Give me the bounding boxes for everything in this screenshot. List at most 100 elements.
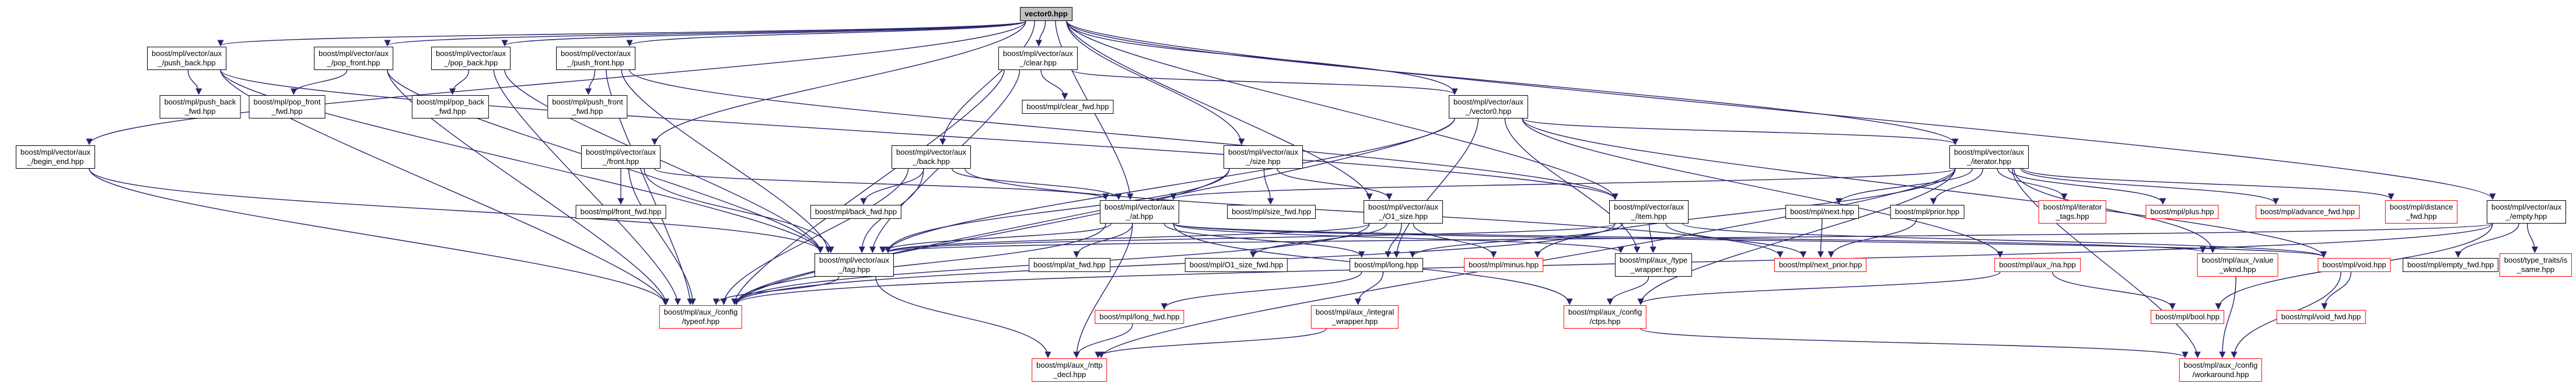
graph-node-advance_fwd[interactable]: boost/mpl/advance_fwd.hpp: [2256, 205, 2360, 219]
include-edge-at-void_: [1173, 223, 2327, 258]
graph-node-workaround[interactable]: boost/mpl/aux_/config /workaround.hpp: [2179, 358, 2263, 382]
include-edge-pop_front-pop_front_fwd: [290, 69, 348, 95]
graph-node-integral_wrapper[interactable]: boost/mpl/aux_/integral _wrapper.hpp: [1310, 305, 1399, 329]
include-edge-na-bool_: [2052, 271, 2176, 310]
include-edge-root-size: [1066, 20, 1245, 145]
include-edge-root-begin_end: [86, 20, 1026, 145]
include-edge-iterator-next: [1836, 168, 1973, 205]
graph-node-back_fwd[interactable]: boost/mpl/back_fwd.hpp: [810, 205, 902, 219]
graph-node-front[interactable]: boost/mpl/vector/aux _/front.hpp: [581, 145, 660, 169]
include-edge-root-push_front: [626, 20, 1026, 47]
graph-node-empty[interactable]: boost/mpl/vector/aux _/empty.hpp: [2487, 200, 2566, 224]
include-edge-value_wknd-workaround: [2219, 276, 2236, 358]
graph-node-long_[interactable]: boost/mpl/long.hpp: [1350, 258, 1423, 272]
include-edge-clear-clear_fwd: [1040, 69, 1068, 100]
graph-node-clear_fwd[interactable]: boost/mpl/clear_fwd.hpp: [1022, 100, 1114, 114]
include-edge-begin_end-typeof: [89, 168, 669, 305]
include-edge-iterator-iterator_tags: [1997, 168, 2068, 200]
include-edge-push_front-tag: [621, 69, 832, 253]
include-edge-front-tag: [644, 168, 834, 253]
include-edge-type_wrapper-ctps: [1606, 276, 1649, 305]
include-edge-vector0_aux-typeof: [733, 118, 1455, 305]
graph-node-prior[interactable]: boost/mpl/prior.hpp: [1890, 205, 1965, 219]
graph-node-size[interactable]: boost/mpl/vector/aux _/size.hpp: [1224, 145, 1303, 169]
include-edge-iterator-prior: [1930, 168, 1984, 205]
include-edge-push_back-push_back_fwd: [187, 69, 202, 95]
graph-node-typeof[interactable]: boost/mpl/aux_/config /typeof.hpp: [659, 305, 743, 329]
graph-node-item[interactable]: boost/mpl/vector/aux _/item.hpp: [1609, 200, 1689, 224]
include-edge-at-type_wrapper: [1173, 223, 1624, 253]
graph-node-minus[interactable]: boost/mpl/minus.hpp: [1464, 258, 1543, 272]
graph-node-front_fwd[interactable]: boost/mpl/front_fwd.hpp: [575, 205, 666, 219]
include-edge-back-back_fwd: [860, 168, 924, 205]
graph-node-type_wrapper[interactable]: boost/mpl/aux_/type _wrapper.hpp: [1614, 253, 1693, 277]
include-edge-item-void_: [1682, 223, 2327, 258]
graph-node-push_front[interactable]: boost/mpl/vector/aux _/push_front.hpp: [556, 47, 635, 70]
include-edge-at-tag: [879, 223, 1112, 253]
graph-node-O1_size[interactable]: boost/mpl/vector/aux _/O1_size.hpp: [1364, 200, 1443, 224]
include-edge-iterator-workaround: [2012, 168, 2201, 358]
graph-node-back[interactable]: boost/mpl/vector/aux _/back.hpp: [892, 145, 971, 169]
include-edge-push_front-item: [629, 69, 1619, 200]
include-edge-root-empty: [1066, 20, 2496, 200]
graph-node-next[interactable]: boost/mpl/next.hpp: [1785, 205, 1859, 219]
graph-node-bool_[interactable]: boost/mpl/bool.hpp: [2151, 310, 2224, 324]
graph-node-long_fwd[interactable]: boost/mpl/long_fwd.hpp: [1095, 310, 1184, 324]
graph-node-pop_back_fwd[interactable]: boost/mpl/pop_back _fwd.hpp: [411, 95, 490, 118]
graph-node-push_back[interactable]: boost/mpl/vector/aux _/push_back.hpp: [147, 47, 226, 70]
graph-node-is_same[interactable]: boost/type_traits/is _same.hpp: [2499, 253, 2572, 277]
include-edge-tag-nttp_decl: [875, 276, 1051, 358]
include-edge-push_back-tag: [220, 69, 824, 253]
include-edge-na-ctps: [1637, 271, 2001, 305]
include-edge-long_-integral_wrapper: [1354, 271, 1384, 305]
graph-node-distance_fwd[interactable]: boost/mpl/distance _fwd.hpp: [2385, 200, 2458, 224]
include-edge-back-typeof: [720, 168, 909, 305]
include-edge-root-push_back: [218, 20, 1026, 47]
include-edge-front-typeof: [628, 168, 696, 305]
graph-node-clear[interactable]: boost/mpl/vector/aux _/clear.hpp: [998, 47, 1078, 70]
graph-node-pop_back[interactable]: boost/mpl/vector/aux _/pop_back.hpp: [431, 47, 511, 70]
graph-node-void_fwd[interactable]: boost/mpl/void_fwd.hpp: [2276, 310, 2366, 324]
graph-node-next_prior[interactable]: boost/mpl/next_prior.hpp: [1774, 258, 1867, 272]
graph-node-size_fwd[interactable]: boost/mpl/size_fwd.hpp: [1227, 205, 1316, 219]
graph-node-push_back_fwd[interactable]: boost/mpl/push_back _fwd.hpp: [159, 95, 241, 118]
include-edge-long_fwd-nttp_decl: [1073, 323, 1133, 358]
include-edge-begin_end-tag: [89, 168, 824, 253]
graph-node-void_[interactable]: boost/mpl/void.hpp: [2318, 258, 2391, 272]
include-edge-vector0_aux-void_: [1522, 118, 2327, 258]
graph-node-at_fwd[interactable]: boost/mpl/at_fwd.hpp: [1029, 258, 1110, 272]
graph-node-O1_size_fwd[interactable]: boost/mpl/O1_size_fwd.hpp: [1184, 258, 1288, 272]
include-edge-empty-empty_fwd: [2455, 223, 2519, 258]
include-edge-empty-is_same: [2526, 223, 2538, 253]
graph-node-begin_end[interactable]: boost/mpl/vector/aux _/begin_end.hpp: [16, 145, 95, 169]
include-edge-tag-typeof: [712, 276, 840, 305]
graph-node-plus[interactable]: boost/mpl/plus.hpp: [2145, 205, 2219, 219]
include-edge-clear-vector0_aux: [1071, 69, 1458, 95]
graph-node-pop_front_fwd[interactable]: boost/mpl/pop_front _fwd.hpp: [249, 95, 326, 118]
graph-node-iterator[interactable]: boost/mpl/vector/aux _/iterator.hpp: [1949, 145, 2029, 169]
graph-node-push_front_fwd[interactable]: boost/mpl/push_front _fwd.hpp: [547, 95, 628, 118]
graph-node-empty_fwd[interactable]: boost/mpl/empty_fwd.hpp: [2402, 258, 2499, 272]
include-edge-iterator-at: [1170, 168, 1956, 200]
graph-node-vector0_aux[interactable]: boost/mpl/vector/aux _/vector0.hpp: [1449, 95, 1528, 118]
include-edge-iterator-distance_fwd: [2022, 168, 2395, 200]
include-edge-at-nttp_decl: [1073, 223, 1133, 358]
graph-node-nttp_decl[interactable]: boost/mpl/aux_/nttp _decl.hpp: [1032, 358, 1107, 382]
include-edge-ctps-workaround: [1640, 328, 2189, 358]
include-edge-next-next_prior: [1817, 218, 1824, 258]
include-edge-item-tag: [885, 223, 1616, 253]
include-edge-size-typeof: [733, 168, 1230, 305]
graph-node-root: vector0.hpp: [1020, 7, 1072, 21]
include-edge-iterator-ctps: [1637, 168, 1956, 305]
include-edge-iterator-advance_fwd: [2020, 168, 2279, 205]
graph-node-tag[interactable]: boost/mpl/vector/aux _/tag.hpp: [815, 253, 894, 277]
graph-node-pop_front[interactable]: boost/mpl/vector/aux _/pop_front.hpp: [314, 47, 393, 70]
graph-node-ctps[interactable]: boost/mpl/aux_/config /ctps.hpp: [1563, 305, 1647, 329]
include-edge-at-at_fwd: [1073, 223, 1133, 258]
include-edge-root-clear: [1035, 20, 1046, 47]
graph-node-na[interactable]: boost/mpl/aux_/na.hpp: [1994, 258, 2081, 272]
graph-node-iterator_tags[interactable]: boost/mpl/iterator _tags.hpp: [2038, 200, 2107, 224]
graph-node-value_wknd[interactable]: boost/mpl/aux_/value _wknd.hpp: [2197, 253, 2278, 277]
include-edge-pop_front-typeof: [387, 69, 670, 305]
graph-node-at[interactable]: boost/mpl/vector/aux _/at.hpp: [1100, 200, 1179, 224]
